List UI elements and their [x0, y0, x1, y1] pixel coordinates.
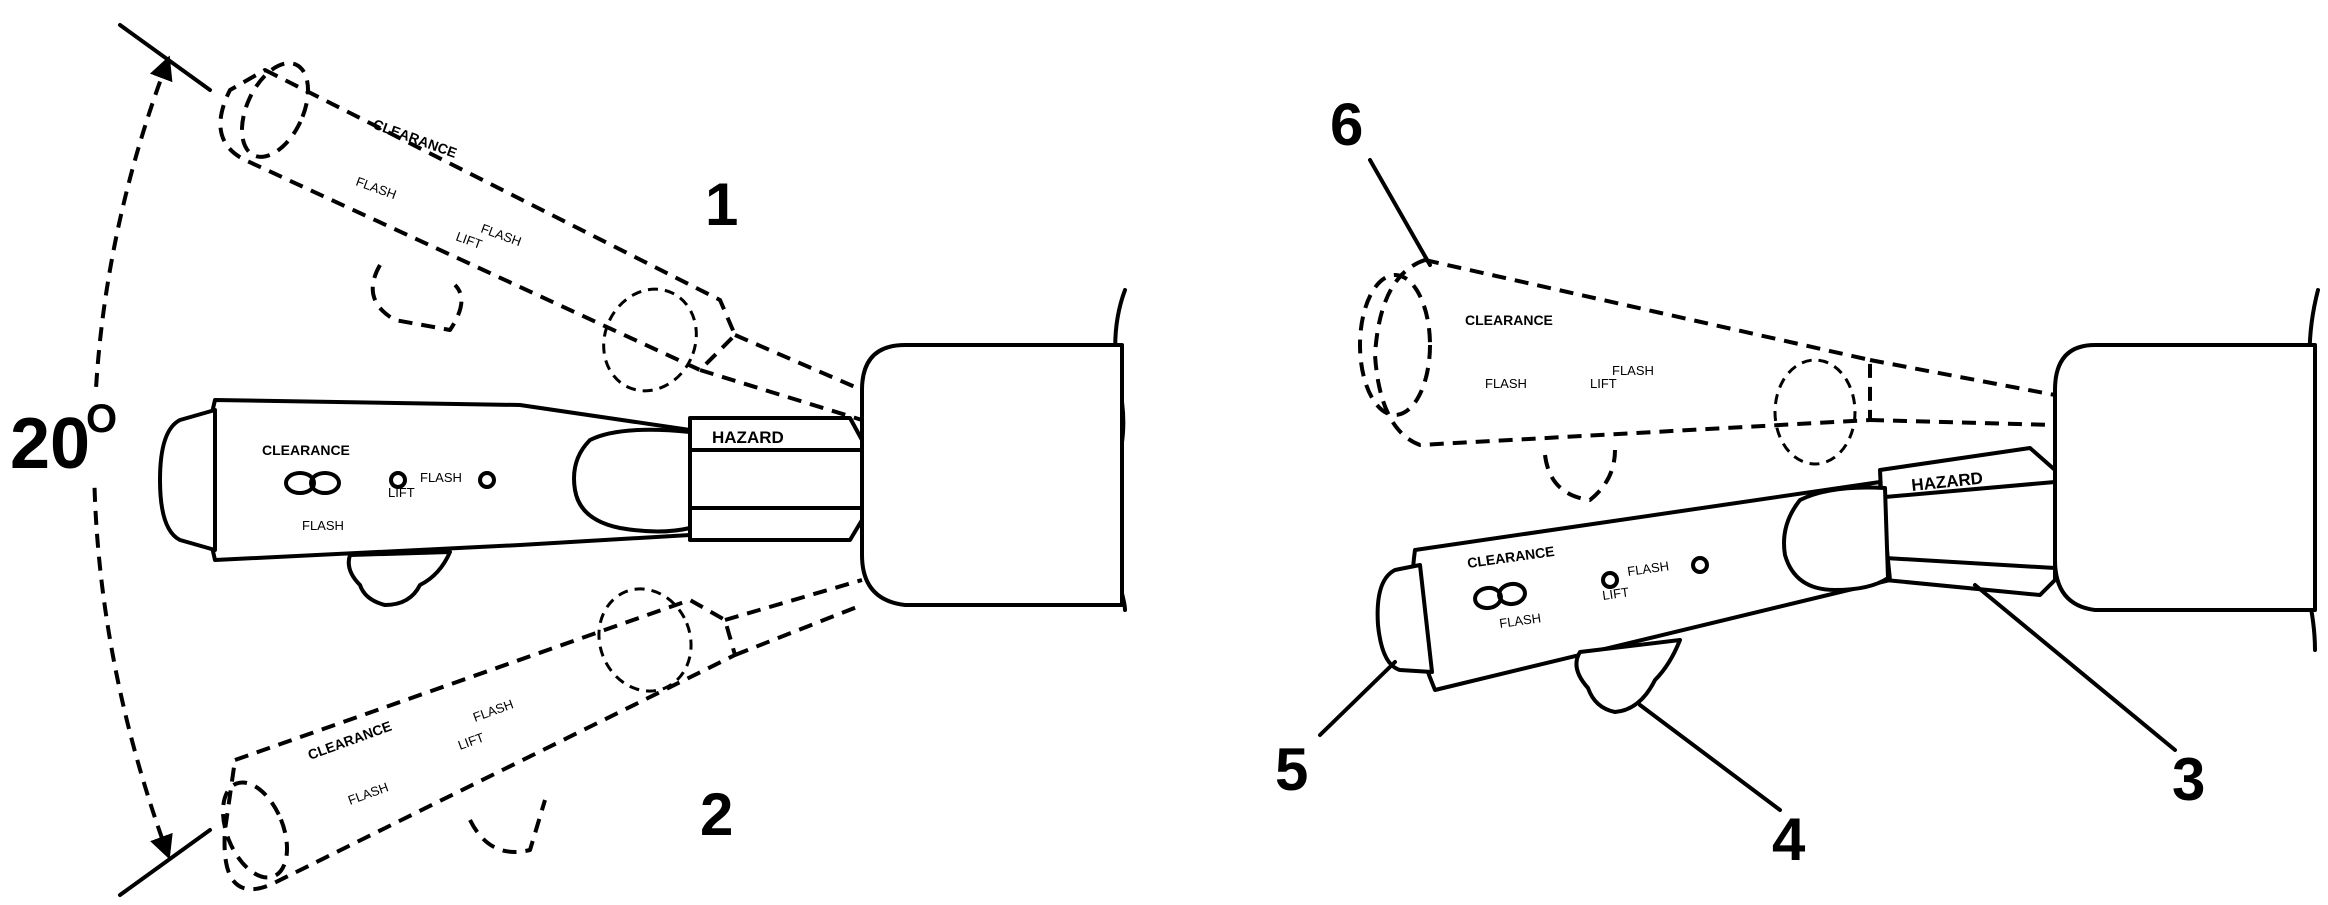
down-lift-text: LIFT	[456, 730, 486, 753]
down-flash-text: FLASH	[346, 779, 391, 807]
callout-5: 5	[1275, 736, 1308, 803]
center-flash-text: FLASH	[302, 518, 344, 533]
right-dashed-lift-text: LIFT	[1590, 376, 1617, 391]
callout-leaders	[1318, 158, 2177, 812]
position-1-label: 1	[705, 171, 738, 238]
right-dashed-flash-arrow-text: FLASH	[1612, 363, 1654, 378]
right-solid-flash-text: FLASH	[1498, 610, 1542, 631]
lever-down-dashed: CLEARANCE FLASH LIFT FLASH	[220, 578, 863, 892]
right-dashed-clearance-text: CLEARANCE	[1465, 312, 1553, 328]
right-figure: CLEARANCE FLASH LIFT FLASH HAZARD CLEARA…	[1275, 91, 2320, 873]
right-solid-lift-text: LIFT	[1601, 584, 1630, 603]
right-dashed-flash-text: FLASH	[1485, 376, 1527, 391]
right-solid-flash-arrow-text: FLASH	[1626, 558, 1670, 579]
right-lever-dashed: CLEARANCE FLASH LIFT FLASH	[1358, 258, 2056, 502]
down-clearance-text: CLEARANCE	[306, 718, 394, 763]
lever-center-solid: HAZARD CLEARANCE FLASH LIFT FLASH	[158, 398, 864, 607]
up-clearance-text: CLEARANCE	[371, 116, 459, 161]
center-clearance-text: CLEARANCE	[262, 442, 350, 458]
angle-dimension: 20 O	[5, 23, 212, 897]
callout-6: 6	[1330, 91, 1363, 158]
left-figure: 20 O CLEARANCE FLASH LIFT FLASH	[5, 23, 1127, 897]
angle-value: 20	[10, 404, 90, 484]
lever-up-dashed: CLEARANCE FLASH LIFT FLASH	[218, 61, 863, 422]
right-column-housing	[2053, 288, 2320, 652]
up-flash-text: FLASH	[354, 174, 399, 202]
left-hazard-text: HAZARD	[712, 428, 784, 447]
center-flash-arrow-text: FLASH	[420, 470, 462, 485]
angle-unit: O	[86, 397, 117, 441]
callout-4: 4	[1772, 806, 1806, 873]
column-housing	[860, 288, 1127, 612]
down-flash-arrow-text: FLASH	[471, 696, 516, 724]
center-lift-text: LIFT	[388, 485, 415, 500]
callout-3: 3	[2172, 746, 2205, 813]
right-lever-solid: HAZARD CLEARANCE FLASH LIFT FLASH	[1375, 446, 2057, 714]
position-2-label: 2	[700, 781, 733, 848]
up-flash-arrow-text: FLASH	[479, 221, 524, 249]
